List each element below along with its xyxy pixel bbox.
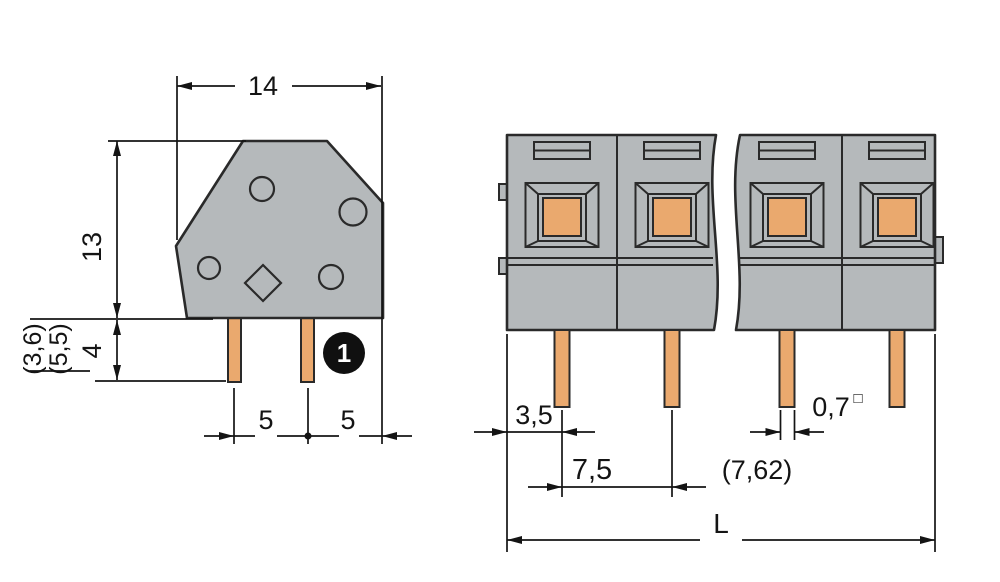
dim-pitch-label: 7,5 <box>572 454 612 486</box>
clamp-bevel-line <box>810 182 825 195</box>
clamp-bevel-line <box>860 240 874 248</box>
dim-pitch-alt-label: (7,62) <box>722 455 793 485</box>
terminal-pole <box>634 141 710 248</box>
wire-entry-opening <box>542 197 582 237</box>
clamp-bevel-line <box>750 240 764 248</box>
housing-hole <box>196 255 222 281</box>
solder-pin-right <box>300 315 315 383</box>
clamp-bevel-line <box>920 182 935 195</box>
clamp-bevel-line <box>585 240 599 248</box>
dim-pin-length-label: 4 <box>77 343 107 358</box>
wire-entry-opening <box>767 197 807 237</box>
wire-entry-opening <box>652 197 692 237</box>
clamp-bevel-line <box>695 240 709 248</box>
terminal-pole <box>524 141 600 248</box>
housing-hole <box>338 197 368 227</box>
solder-pin <box>553 329 571 408</box>
wire-entry-opening <box>877 197 917 237</box>
solder-pin <box>888 329 906 408</box>
dim-edge-offset-label: 3,5 <box>515 400 553 430</box>
dim-pitch-right-label: 5 <box>340 405 355 435</box>
dimension-origin-dot <box>304 432 312 440</box>
housing-hole <box>248 175 276 203</box>
solder-pin <box>663 329 681 408</box>
clamp-bevel-line <box>749 182 764 195</box>
dim-pin-width-label: 0,7 <box>812 392 850 422</box>
clamp-bevel-line <box>859 182 874 195</box>
dim-alt-pin-length-label-b: (5,5) <box>45 323 73 374</box>
clamp-bevel-line <box>634 182 649 195</box>
side-view: 1 <box>174 139 385 383</box>
dim-total-length-label: L <box>713 508 729 539</box>
terminal-pole <box>749 141 825 248</box>
dim-pitch-left-label: 5 <box>258 405 273 435</box>
front-view <box>498 133 944 408</box>
clamp-bevel-line <box>920 240 934 248</box>
clamp-bevel-line <box>810 240 824 248</box>
callout-marker-circle <box>323 332 365 374</box>
dim-alt-pin-length-label-a: (3,6) <box>19 323 47 374</box>
dim-height-label: 13 <box>77 232 107 262</box>
dim-pin-width-square-symbol: □ <box>853 390 862 407</box>
clamp-bevel-line <box>524 182 539 195</box>
clamp-bevel-line <box>525 240 539 248</box>
clamp-bevel-line <box>585 182 600 195</box>
terminal-housing-side <box>174 139 385 320</box>
housing-diamond-recess <box>243 263 283 303</box>
front-view-dimensions: 3,5 7,5 (7,62) 0,7 □ L <box>474 334 936 552</box>
clamp-bevel-line <box>695 182 710 195</box>
dim-width-label: 14 <box>248 71 278 101</box>
callout-marker-label: 1 <box>337 338 351 368</box>
housing-hole <box>317 263 345 291</box>
side-view-dimensions: 14 13 4 (3,6) (5,5) 5 5 <box>19 71 412 444</box>
solder-pin-left <box>227 315 242 383</box>
solder-pin <box>778 329 796 408</box>
clamp-bevel-line <box>635 240 649 248</box>
terminal-pole <box>859 141 935 248</box>
